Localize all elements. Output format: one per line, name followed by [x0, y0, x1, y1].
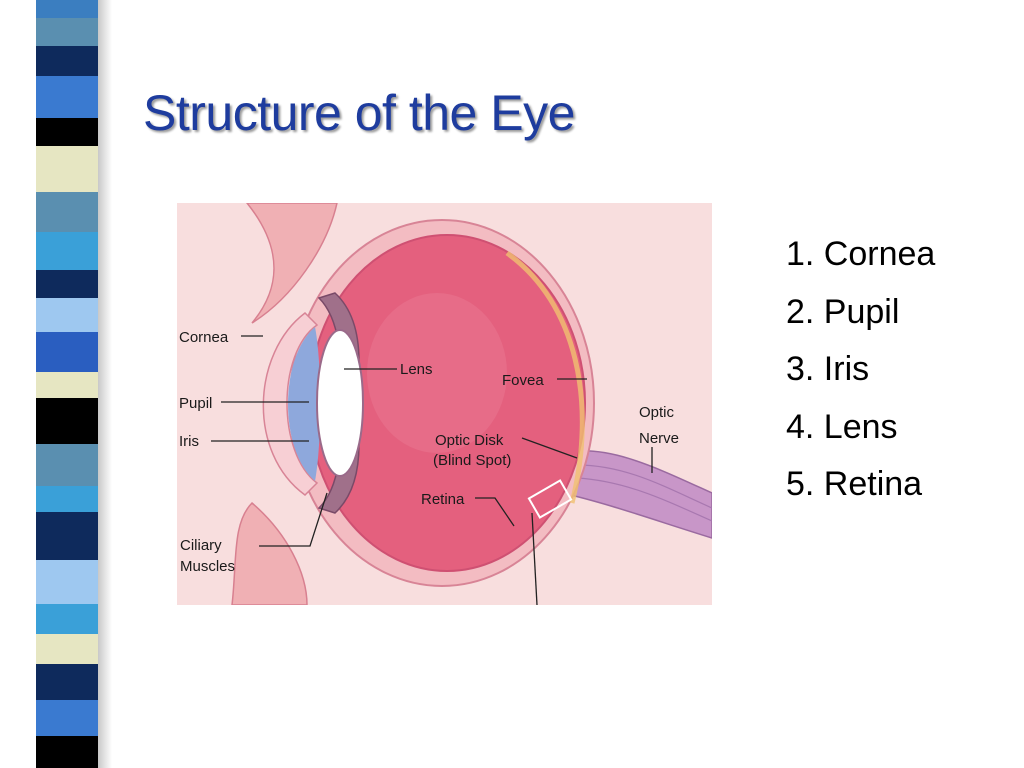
list-item: 3. Iris [786, 350, 870, 388]
stripe [36, 270, 98, 298]
stripe [36, 76, 98, 118]
stripe [36, 372, 98, 398]
label-fovea: Fovea [502, 372, 544, 389]
optic-disk-marker [527, 479, 573, 519]
stripe-shadow [98, 0, 112, 768]
label-ciliary-line1: Ciliary [180, 537, 222, 554]
label-optic-nerve-line1: Optic [639, 404, 675, 421]
upper-eyelid [246, 203, 338, 324]
stripe [36, 512, 98, 560]
decorative-stripe-bar [36, 0, 98, 768]
label-iris: Iris [179, 433, 199, 450]
label-pupil: Pupil [179, 395, 212, 412]
eye-diagram: Cornea Pupil Iris Ciliary Muscles Lens F… [177, 203, 712, 605]
cornea [262, 312, 319, 496]
stripe [36, 232, 98, 270]
stripe [36, 634, 98, 664]
lens [316, 329, 364, 477]
list-item: 4. Lens [786, 407, 898, 446]
label-optic-nerve-line2: Nerve [639, 430, 679, 447]
optic-nerve [561, 449, 712, 539]
stripe [36, 444, 98, 486]
retina-band [505, 250, 585, 504]
stripe [36, 736, 98, 768]
stripe [36, 332, 98, 372]
stripe [36, 700, 98, 736]
anterior-chamber [288, 327, 321, 481]
stripe [36, 0, 98, 18]
lower-eyelid [231, 501, 308, 605]
label-ciliary-line2: Muscles [180, 558, 235, 575]
stripe [36, 46, 98, 76]
parts-list: 1. Cornea 2. Pupil 3. Iris 4. Lens 5. Re… [786, 230, 935, 518]
stripe [36, 18, 98, 46]
label-optic-disk-line1: Optic Disk [435, 432, 504, 449]
stripe [36, 146, 98, 192]
stripe [36, 486, 98, 512]
label-lens: Lens [400, 361, 433, 378]
list-item: 2. Pupil [786, 292, 900, 331]
label-retina: Retina [421, 491, 465, 508]
stripe [36, 118, 98, 146]
stripe [36, 192, 98, 232]
stripe [36, 560, 98, 604]
label-cornea: Cornea [179, 329, 229, 346]
stripe [36, 604, 98, 634]
stripe [36, 664, 98, 700]
stripe [36, 398, 98, 444]
leader-lines [211, 335, 653, 605]
list-item: 5. Retina [786, 465, 923, 503]
list-item: 1. Cornea [786, 235, 936, 273]
label-optic-disk-line2: (Blind Spot) [433, 452, 511, 469]
slide-title: Structure of the Eye [143, 85, 575, 141]
stripe [36, 298, 98, 332]
